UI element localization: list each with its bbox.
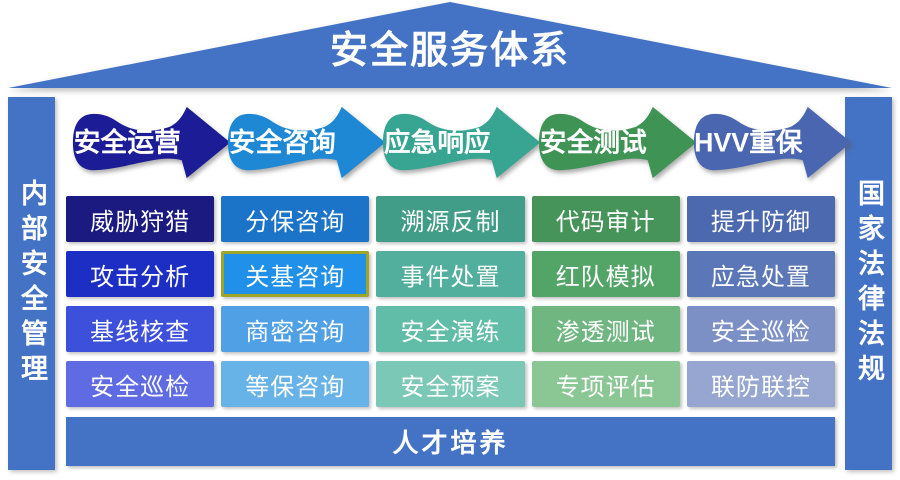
column-headers-row: 安全运营 安全咨询 应急响应 安全测试 xyxy=(66,101,852,184)
roof-triangle: 安全服务体系 xyxy=(8,2,892,88)
arrow-icon: HVV重保 xyxy=(693,106,852,179)
right-pillar: 国家法律法规 xyxy=(845,97,892,470)
service-box-security-patrol: 安全巡检 xyxy=(66,361,215,407)
service-box-trace-counter: 溯源反制 xyxy=(376,196,525,242)
column-header-label: 安全测试 xyxy=(540,127,647,157)
arrow-shape xyxy=(538,106,696,179)
column-header-label: 安全咨询 xyxy=(229,127,336,157)
service-box-threat-hunting: 威胁狩猎 xyxy=(66,196,215,242)
arrow-icon: 安全运营 xyxy=(72,106,231,179)
left-pillar-label: 内部安全管理 xyxy=(17,178,47,389)
column-header-emergency-response: 应急响应 xyxy=(376,101,541,184)
diagram-title: 安全服务体系 xyxy=(329,30,570,72)
right-pillar-label: 国家法律法规 xyxy=(854,178,884,389)
arrow-shape xyxy=(228,106,386,179)
service-box-code-audit: 代码审计 xyxy=(531,196,680,242)
service-box-special-assessment: 专项评估 xyxy=(531,361,680,407)
arrow-shape xyxy=(693,106,852,179)
service-box-red-team-sim: 红队模拟 xyxy=(531,251,680,297)
column-header-hvv-protection: HVV重保 xyxy=(687,101,852,184)
arrow-shape xyxy=(383,106,541,179)
column-header-security-operations: 安全运营 xyxy=(66,101,231,184)
service-box-dengbao-consult: 等保咨询 xyxy=(221,361,370,407)
main-content: 安全运营 安全咨询 应急响应 安全测试 xyxy=(66,101,852,466)
service-box-pentest: 渗透测试 xyxy=(531,306,680,352)
arrow-icon: 安全咨询 xyxy=(228,106,386,179)
column-header-security-testing: 安全测试 xyxy=(532,101,696,184)
column-header-security-consulting: 安全咨询 xyxy=(221,101,386,184)
service-box-shangmi-consult: 商密咨询 xyxy=(221,306,370,352)
column-header-label: 安全运营 xyxy=(74,127,181,157)
talent-cultivation-bar: 人才培养 xyxy=(66,417,835,466)
arrow-icon: 安全测试 xyxy=(538,106,696,179)
arrow-shape xyxy=(72,106,231,179)
roof: 安全服务体系 xyxy=(8,2,892,88)
service-boxes-grid: 威胁狩猎 分保咨询 溯源反制 代码审计 提升防御 攻击分析 关基咨询 事件处置 … xyxy=(66,196,835,407)
service-box-security-patrol-hvv: 安全巡检 xyxy=(686,306,835,352)
column-header-label: HVV重保 xyxy=(694,127,803,157)
service-box-defense-boost: 提升防御 xyxy=(686,196,835,242)
service-box-emergency-disposal: 应急处置 xyxy=(686,251,835,297)
arrow-icon: 应急响应 xyxy=(383,106,541,179)
service-box-security-plan: 安全预案 xyxy=(376,361,525,407)
service-box-guanji-consult-highlighted: 关基咨询 xyxy=(221,251,370,297)
service-box-attack-analysis: 攻击分析 xyxy=(66,251,215,297)
left-pillar: 内部安全管理 xyxy=(8,97,55,470)
service-box-joint-defense: 联防联控 xyxy=(686,361,835,407)
service-box-security-drill: 安全演练 xyxy=(376,306,525,352)
column-header-label: 应急响应 xyxy=(384,127,491,157)
service-box-baseline-check: 基线核查 xyxy=(66,306,215,352)
service-box-incident-handling: 事件处置 xyxy=(376,251,525,297)
service-box-fenbao-consult: 分保咨询 xyxy=(221,196,370,242)
